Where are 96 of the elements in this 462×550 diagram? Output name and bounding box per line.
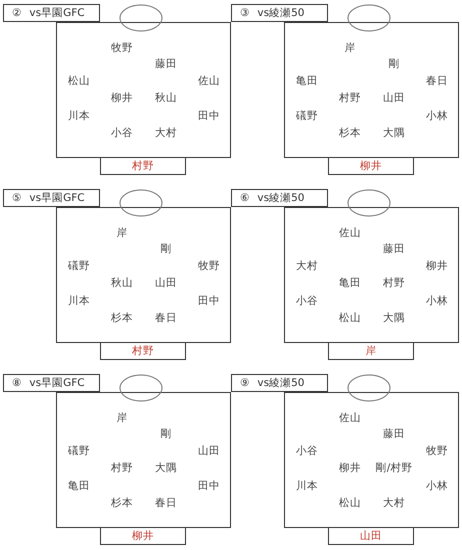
player-name: 大村 <box>383 496 405 510</box>
player-name: 剛/村野 <box>376 461 412 475</box>
pitch-area <box>56 392 231 528</box>
goal-box <box>100 527 186 545</box>
player-name: 杉本 <box>111 496 133 510</box>
player-name: 牧野 <box>426 444 448 458</box>
player-name: 礒野 <box>68 444 90 458</box>
goal-box <box>100 342 186 360</box>
opponent-name: vs早園GFC <box>29 6 85 20</box>
player-name: 春日 <box>155 311 177 325</box>
match-header <box>3 374 100 392</box>
goalkeeper-name: 山田 <box>360 529 382 543</box>
player-name: 小谷 <box>296 294 318 308</box>
player-name: 柳井 <box>339 461 361 475</box>
player-name: 大隅 <box>383 126 405 140</box>
match-header <box>231 189 328 207</box>
player-name: 亀田 <box>68 479 90 493</box>
player-name: 川本 <box>68 294 90 308</box>
player-name: 田中 <box>198 479 220 493</box>
player-name: 剛 <box>160 427 172 441</box>
player-name: 田中 <box>198 294 220 308</box>
match-number: ⑤ <box>12 192 22 204</box>
player-name: 松山 <box>68 74 90 88</box>
player-name: 小林 <box>426 479 448 493</box>
player-name: 小林 <box>426 294 448 308</box>
goalkeeper-name: 柳井 <box>360 159 382 173</box>
player-name: 村野 <box>339 91 361 105</box>
player-name: 杉本 <box>111 311 133 325</box>
player-name: 柳井 <box>111 91 133 105</box>
player-name: 剛 <box>388 57 400 71</box>
player-name: 山田 <box>198 444 220 458</box>
pitch-area <box>56 22 231 158</box>
player-name: 岸 <box>344 41 356 55</box>
pitch-area <box>284 392 459 528</box>
match-header <box>231 374 328 392</box>
player-name: 牧野 <box>198 259 220 273</box>
opponent-name: vs早園GFC <box>29 376 85 390</box>
goalkeeper-name: 柳井 <box>132 529 154 543</box>
player-name: 秋山 <box>111 276 133 290</box>
player-name: 大隅 <box>155 461 177 475</box>
player-name: 春日 <box>426 74 448 88</box>
player-name: 村野 <box>383 276 405 290</box>
pitch-area <box>56 207 231 343</box>
goal-box <box>100 157 186 175</box>
match-header <box>231 4 328 22</box>
player-name: 大隅 <box>383 311 405 325</box>
match-header <box>3 189 100 207</box>
player-name: 小谷 <box>111 126 133 140</box>
player-name: 佐山 <box>339 411 361 425</box>
player-name: 小谷 <box>296 444 318 458</box>
player-name: 藤田 <box>383 242 405 256</box>
player-name: 亀田 <box>339 276 361 290</box>
match-number: ③ <box>240 7 250 19</box>
opponent-name: vs綾瀬50 <box>257 376 304 390</box>
player-name: 小林 <box>426 109 448 123</box>
match-number: ⑥ <box>240 192 250 204</box>
player-name: 川本 <box>296 479 318 493</box>
player-name: 山田 <box>383 91 405 105</box>
match-number: ⑧ <box>12 377 22 389</box>
goal-box <box>328 527 414 545</box>
player-name: 大村 <box>155 126 177 140</box>
opponent-name: vs綾瀬50 <box>257 6 304 20</box>
goalkeeper-name: 岸 <box>366 344 376 358</box>
player-name: 礒野 <box>296 109 318 123</box>
opponent-name: vs早園GFC <box>29 191 85 205</box>
player-name: 松山 <box>339 311 361 325</box>
goalkeeper-name: 村野 <box>132 344 154 358</box>
player-name: 岸 <box>116 226 128 240</box>
goalkeeper-name: 村野 <box>132 159 154 173</box>
player-name: 牧野 <box>111 41 133 55</box>
player-name: 藤田 <box>155 57 177 71</box>
player-name: 亀田 <box>296 74 318 88</box>
player-name: 岸 <box>116 411 128 425</box>
match-header <box>3 4 100 22</box>
player-name: 藤田 <box>383 427 405 441</box>
goal-box <box>328 342 414 360</box>
pitch-area <box>284 22 459 158</box>
opponent-name: vs綾瀬50 <box>257 191 304 205</box>
player-name: 大村 <box>296 259 318 273</box>
player-name: 村野 <box>111 461 133 475</box>
match-number: ⑨ <box>240 377 250 389</box>
match-number: ② <box>12 7 22 19</box>
player-name: 川本 <box>68 109 90 123</box>
player-name: 佐山 <box>339 226 361 240</box>
goal-box <box>328 157 414 175</box>
player-name: 田中 <box>198 109 220 123</box>
player-name: 佐山 <box>198 74 220 88</box>
player-name: 剛 <box>160 242 172 256</box>
player-name: 松山 <box>339 496 361 510</box>
player-name: 春日 <box>155 496 177 510</box>
player-name: 山田 <box>155 276 177 290</box>
player-name: 杉本 <box>339 126 361 140</box>
player-name: 柳井 <box>426 259 448 273</box>
player-name: 礒野 <box>68 259 90 273</box>
pitch-area <box>284 207 459 343</box>
player-name: 秋山 <box>155 91 177 105</box>
